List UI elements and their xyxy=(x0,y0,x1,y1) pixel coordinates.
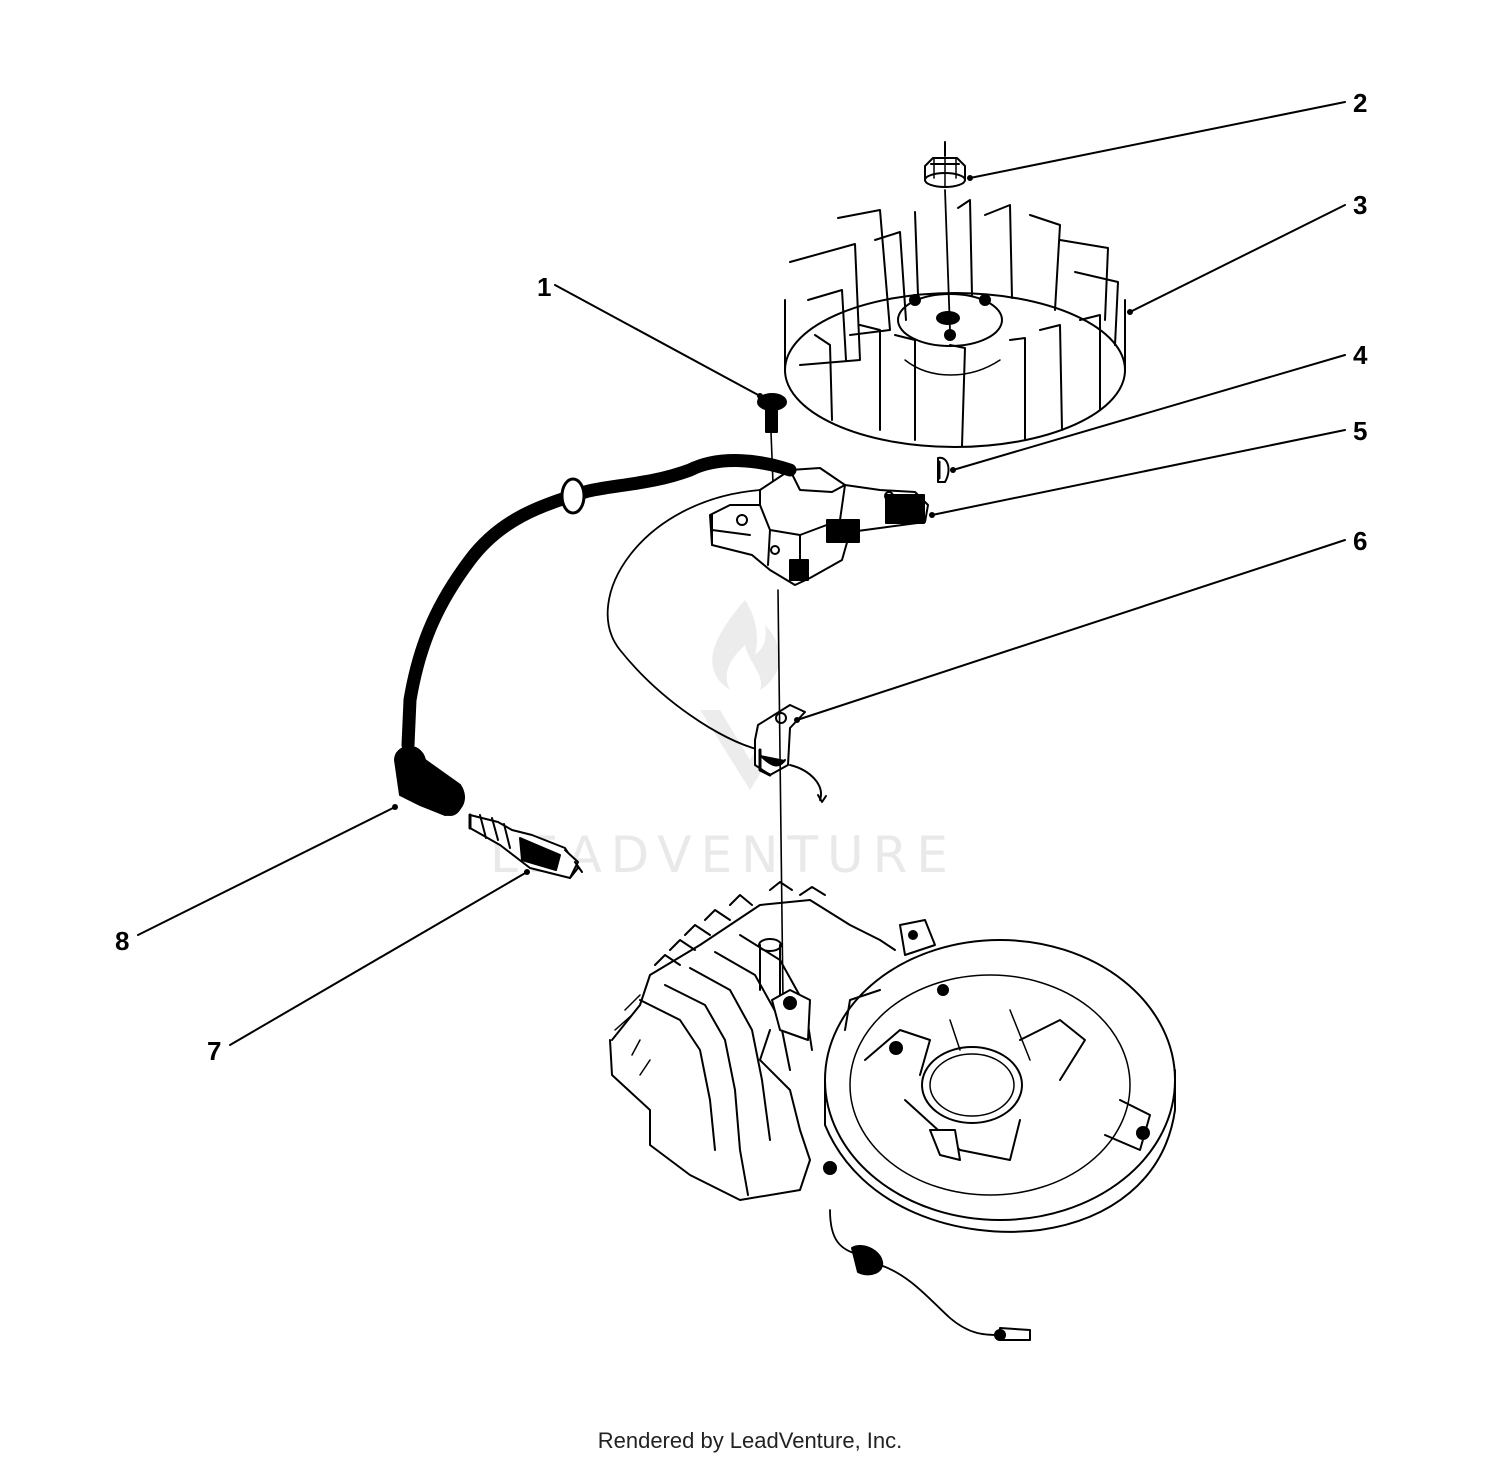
engine-block-part xyxy=(609,881,1176,1341)
callout-1: 1 xyxy=(537,272,552,302)
callout-6: 6 xyxy=(1353,526,1368,556)
callout-5: 5 xyxy=(1353,416,1368,446)
spark-plug-lead-part xyxy=(394,454,797,816)
ignition-module-part xyxy=(606,467,929,751)
callout-leaders xyxy=(137,101,1346,1046)
flywheel-nut-part xyxy=(924,141,966,188)
flywheel-part xyxy=(784,199,1126,448)
spark-plug-part xyxy=(468,813,583,879)
callout-4: 4 xyxy=(1353,340,1368,370)
callout-8: 8 xyxy=(115,926,130,956)
callout-2: 2 xyxy=(1353,88,1368,118)
callout-3: 3 xyxy=(1353,190,1368,220)
ground-clip-part xyxy=(754,589,827,1001)
callout-7: 7 xyxy=(207,1036,222,1066)
flywheel-key-part xyxy=(937,456,950,483)
render-credit-footer: Rendered by LeadVenture, Inc. xyxy=(597,1428,903,1453)
